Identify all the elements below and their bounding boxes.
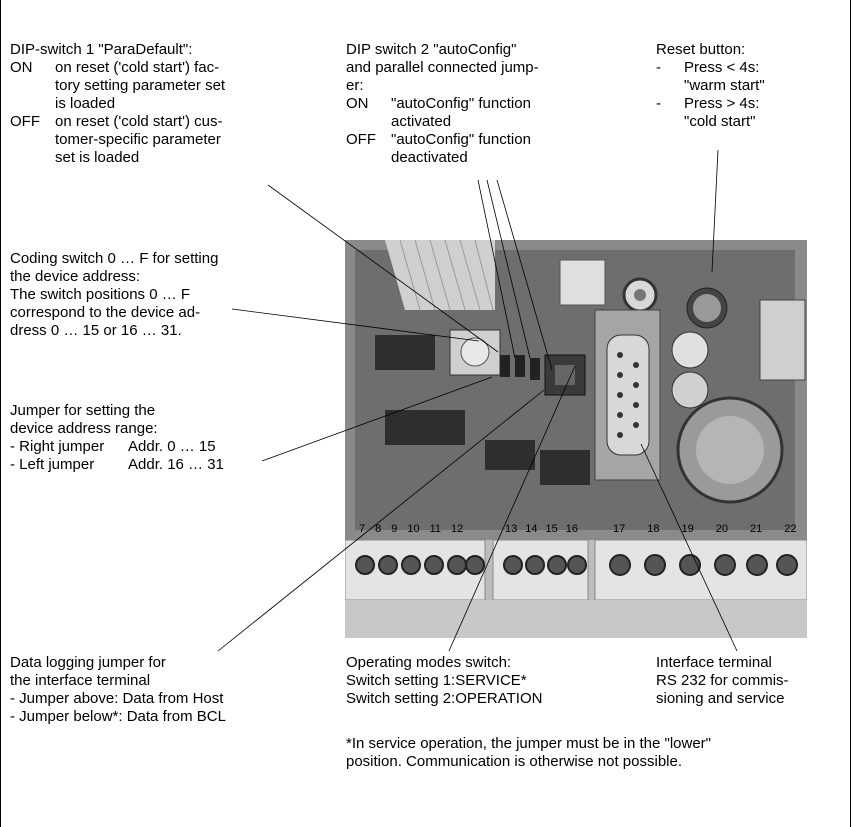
dip1-off-line: on reset ('cold start') cus- [55,113,222,131]
reset-title: Reset button: [656,41,765,59]
interface-annotation: Interface terminal RS 232 for commis- si… [656,654,789,708]
leader-line-dip2-b [487,180,530,358]
jumper-range-row-name: - Right jumper [10,438,128,456]
data-logging-line: Data logging jumper for [10,654,226,672]
leader-line-dip2-c [497,180,552,370]
jumper-range-annotation: Jumper for setting the device address ra… [10,402,224,474]
data-logging-line: - Jumper below*: Data from BCL [10,708,226,726]
modes-line: Operating modes switch: [346,654,542,672]
interface-line: Interface terminal [656,654,789,672]
jumper-range-row-value: Addr. 16 … 31 [128,456,224,474]
leader-line-modes [449,366,575,651]
dip1-on-key: ON [10,59,55,77]
reset-annotation: Reset button: -Press < 4s: "warm start" … [656,41,765,131]
coding-line: the device address: [10,268,218,286]
dip2-on-key: ON [346,95,391,113]
dip1-off-line: tomer-specific parameter [10,131,225,149]
dip2-off-key: OFF [346,131,391,149]
leader-line-dip1 [268,185,498,352]
dip2-annotation: DIP switch 2 "autoConfig" and parallel c… [346,41,539,167]
footnote-line: *In service operation, the jumper must b… [346,735,711,753]
modes-line: Switch setting 2:OPERATION [346,690,542,708]
dip2-title-line: DIP switch 2 "autoConfig" [346,41,539,59]
dip1-off-line: set is loaded [10,149,225,167]
interface-line: RS 232 for commis- [656,672,789,690]
data-logging-line: - Jumper above: Data from Host [10,690,226,708]
dip1-on-line: on reset ('cold start') fac- [55,59,219,77]
coding-annotation: Coding switch 0 … F for setting the devi… [10,250,218,340]
reset-dash: - [656,59,684,77]
reset-dash: - [656,95,684,113]
dip1-off-key: OFF [10,113,55,131]
dip2-off-line: deactivated [346,149,539,167]
jumper-range-row-name: - Left jumper [10,456,128,474]
footnote-line: position. Communication is otherwise not… [346,753,711,771]
dip2-on-line: activated [346,113,539,131]
footnote: *In service operation, the jumper must b… [346,735,711,771]
jumper-range-line: device address range: [10,420,224,438]
reset-item: Press > 4s: [684,95,759,112]
dip1-on-line: is loaded [10,95,225,113]
dip1-on-line: tory setting parameter set [10,77,225,95]
reset-item-detail: "cold start" [656,113,765,131]
leader-line-interface [641,444,737,651]
dip2-on-line: "autoConfig" function [391,95,531,113]
dip1-title: DIP-switch 1 "ParaDefault": [10,41,225,59]
data-logging-annotation: Data logging jumper for the interface te… [10,654,226,726]
leader-line-jumper-range [262,377,492,461]
modes-line: Switch setting 1:SERVICE* [346,672,542,690]
leader-line-reset [712,150,718,272]
leader-line-data-logging [218,390,544,651]
dip2-title-line: and parallel connected jump- [346,59,539,77]
data-logging-line: the interface terminal [10,672,226,690]
coding-line: dress 0 … 15 or 16 … 31. [10,322,218,340]
coding-line: correspond to the device ad- [10,304,218,322]
dip2-off-line: "autoConfig" function [391,131,531,149]
dip2-title-line: er: [346,77,539,95]
interface-line: sioning and service [656,690,789,708]
leader-line-coding [232,309,479,341]
jumper-range-line: Jumper for setting the [10,402,224,420]
coding-line: Coding switch 0 … F for setting [10,250,218,268]
reset-item: Press < 4s: [684,59,759,76]
jumper-range-row-value: Addr. 0 … 15 [128,438,216,456]
reset-item-detail: "warm start" [656,77,765,95]
leader-line-dip2-a [478,180,515,358]
modes-annotation: Operating modes switch: Switch setting 1… [346,654,542,708]
coding-line: The switch positions 0 … F [10,286,218,304]
